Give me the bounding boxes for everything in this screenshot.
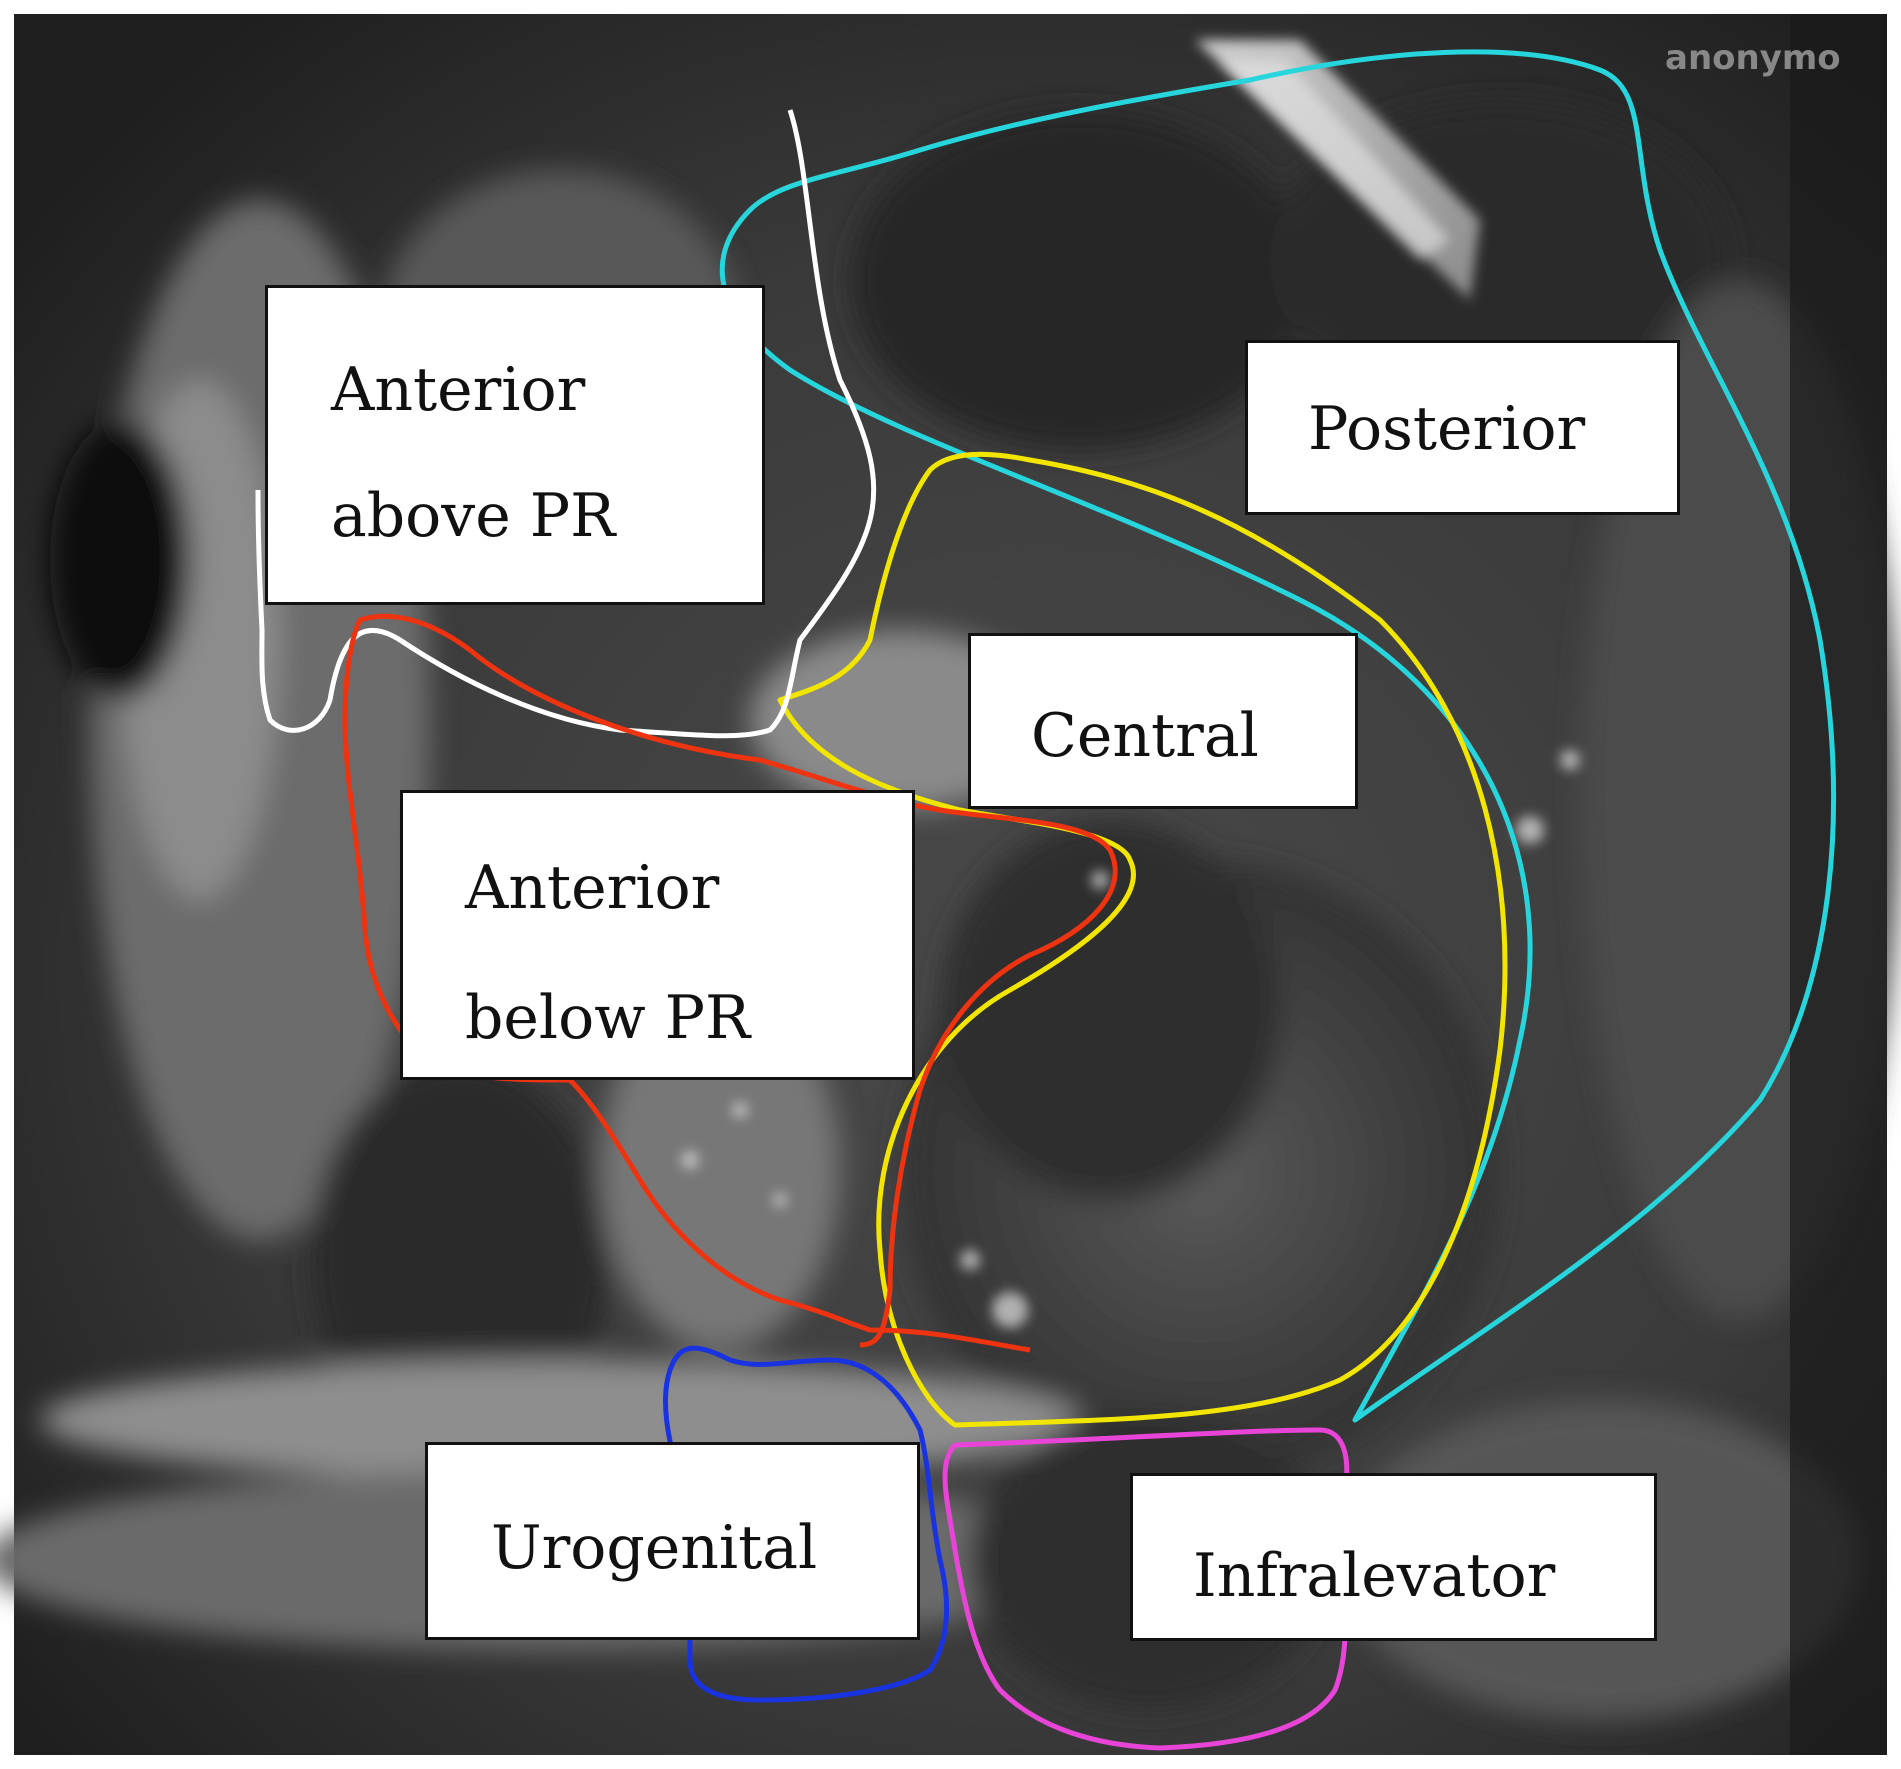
label-urogenital: Urogenital: [425, 1442, 920, 1640]
watermark-text: anonymo: [1665, 38, 1841, 78]
label-central: Central: [968, 633, 1358, 809]
label-infralevator-text: Infralevator: [1193, 1541, 1556, 1611]
label-anterior-above: Anterior above PR: [265, 285, 765, 605]
anterior-above-contour: [255, 109, 877, 739]
label-anterior-below-line1: Anterior: [465, 853, 720, 923]
label-anterior-above-line1: Anterior: [331, 355, 586, 425]
label-anterior-below-line2: below PR: [465, 983, 751, 1053]
central-contour: [777, 451, 1508, 1428]
label-posterior-text: Posterior: [1308, 394, 1586, 464]
anterior-below-contour: [342, 613, 1118, 1353]
label-infralevator: Infralevator: [1130, 1473, 1657, 1641]
label-posterior: Posterior: [1245, 340, 1680, 515]
infralevator-contour: [942, 1427, 1350, 1751]
label-anterior-below: Anterior below PR: [400, 790, 915, 1080]
label-urogenital-text: Urogenital: [491, 1513, 818, 1583]
label-anterior-above-line2: above PR: [331, 481, 616, 551]
label-central-text: Central: [1031, 701, 1259, 771]
